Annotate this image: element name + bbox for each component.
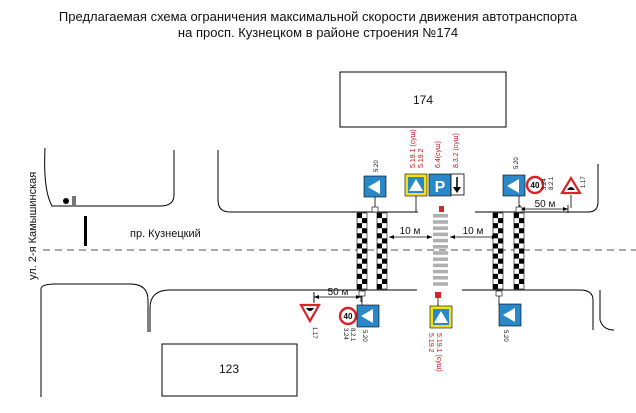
building-174-label: 174 bbox=[413, 93, 433, 107]
building-123-label: 123 bbox=[219, 362, 239, 376]
zone-plate-bottom-code: 8.2.1 bbox=[349, 328, 355, 342]
crossing-sign-top-right: 5.20 bbox=[502, 157, 526, 213]
ped-sign-bottom-code2: 5.19.2 bbox=[427, 333, 434, 353]
speed-bump-strip bbox=[492, 212, 504, 290]
crossing-sign-top-left-code: 5.20 bbox=[374, 160, 380, 172]
zebra-stripe bbox=[433, 220, 448, 224]
ped-sign-top-code1: 5.19.1 (суш) bbox=[410, 129, 417, 168]
speed-sign-top-code: 3.24 bbox=[542, 178, 548, 190]
speed-limit-top-value: 40 bbox=[531, 181, 540, 190]
speed-limit-bottom-value: 40 bbox=[344, 312, 353, 321]
scheme-title-line2: на просп. Кузнецком в районе строения №1… bbox=[178, 25, 458, 40]
speed-bump-strip bbox=[376, 212, 388, 290]
crossing-sign-bottom-right: 5.20 bbox=[495, 290, 522, 342]
building-123: 123 bbox=[161, 343, 298, 397]
crossing-sign-top-right-code: 5.20 bbox=[514, 157, 520, 169]
zebra-stripe bbox=[433, 263, 448, 268]
main-street-label: пр. Кузнецкий bbox=[130, 228, 201, 240]
road-edge-bottom-left bbox=[40, 283, 149, 397]
dimension-10m-right: 10 м bbox=[450, 226, 497, 239]
zone-plate-top-code: 8.2.1 bbox=[549, 176, 555, 190]
dimension-50m-bottom: 50 м bbox=[313, 287, 362, 302]
crossing-sign-bottom-left-code: 5.20 bbox=[361, 330, 367, 342]
dimension-10m-left-label: 10 м bbox=[400, 226, 421, 237]
parking-icon: P bbox=[435, 179, 446, 196]
crossing-sign-bottom-right-code: 5.20 bbox=[502, 330, 508, 342]
sign-post-marker-bottom bbox=[435, 292, 441, 298]
zebra-stripe bbox=[433, 257, 448, 261]
speed-limit-sign-bottom: 40 3.24 8.2.1 bbox=[338, 306, 358, 342]
zebra-stripe bbox=[433, 276, 448, 280]
side-street-label: ул. 2-я Камышинская bbox=[27, 172, 39, 280]
zebra-stripe bbox=[433, 251, 448, 255]
speed-sign-bottom-code: 3.24 bbox=[342, 328, 348, 340]
road-edges bbox=[40, 147, 615, 397]
pedestrian-crossing bbox=[433, 214, 448, 286]
zebra-stripe bbox=[433, 226, 448, 230]
dimension-10m-right-label: 10 м bbox=[463, 226, 484, 237]
building-174: 174 bbox=[339, 71, 507, 128]
road-edge-bottom-right-a bbox=[462, 289, 594, 330]
parking-sign-code: 6.4(суш) bbox=[435, 141, 442, 168]
zebra-stripe bbox=[433, 269, 448, 274]
scheme-title-line1: Предлагаемая схема ограничения максималь… bbox=[59, 9, 578, 24]
direction-plate-code: 8.3.2 (суш) bbox=[453, 133, 460, 168]
dimension-50m-top: 50 м bbox=[519, 199, 569, 213]
road-edge-top-left bbox=[44, 147, 175, 207]
pedestrian-crossing-sign-top: 5.19.1 (суш) 5.19.2 bbox=[404, 129, 428, 212]
road-edge-top-middle bbox=[217, 150, 418, 213]
speed-bumps bbox=[356, 212, 525, 290]
dimension-10m-left: 10 м bbox=[389, 226, 432, 239]
speed-bump-warning-sign-top: 1.17 bbox=[560, 176, 587, 208]
speed-bump-strip bbox=[356, 212, 368, 290]
ped-sign-top-code2: 5.19.2 bbox=[418, 148, 425, 168]
speed-bump-warning-sign-bottom: 1.17 bbox=[299, 293, 321, 339]
ped-sign-bottom-code1: 5.19.1 (суш) bbox=[435, 333, 442, 372]
stop-line bbox=[84, 216, 87, 246]
zebra-stripe bbox=[433, 232, 448, 237]
traffic-light-icon bbox=[63, 196, 76, 206]
zebra-stripe bbox=[433, 238, 448, 243]
crossing-sign-bottom-left: 5.20 bbox=[356, 290, 380, 342]
zebra-stripe bbox=[433, 282, 448, 286]
sign-post-marker-top bbox=[439, 206, 444, 212]
zebra-stripe bbox=[433, 245, 448, 249]
bump-sign-bottom-code: 1.17 bbox=[311, 327, 317, 339]
road-edge-bottom-middle bbox=[149, 289, 417, 332]
speed-bump-strip bbox=[513, 212, 525, 290]
road-edge-top-right bbox=[475, 164, 599, 213]
zebra-stripe bbox=[433, 214, 448, 218]
bump-sign-top-code: 1.17 bbox=[581, 176, 587, 188]
speed-limit-sign-top: 40 3.24 8.2.1 bbox=[525, 175, 555, 195]
road-edge-bottom-right-b bbox=[599, 290, 615, 331]
dimension-50m-top-label: 50 м bbox=[535, 199, 556, 210]
pedestrian-crossing-sign-bottom: 5.19.1 (суш) 5.19.2 bbox=[427, 292, 453, 372]
dimension-50m-bottom-label: 50 м bbox=[328, 287, 349, 298]
parking-sign: P 6.4(суш) bbox=[428, 141, 452, 197]
crossing-sign-top-left: 5.20 bbox=[363, 160, 387, 213]
direction-plate-sign: 8.3.2 (суш) bbox=[450, 133, 465, 196]
